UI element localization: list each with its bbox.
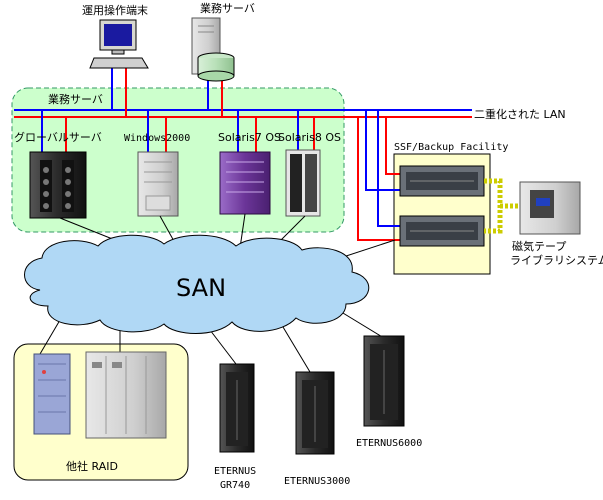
windows-server — [137, 151, 179, 217]
gr740-label-2: GR740 — [220, 480, 250, 491]
eternus-gr740 — [219, 363, 255, 453]
business-server-top-label: 業務サーバ — [200, 1, 255, 15]
business-server-top — [191, 17, 235, 82]
raid-label: 他社 RAID — [66, 459, 118, 473]
raid-unit-2 — [85, 351, 167, 439]
solaris7-server — [219, 151, 271, 215]
san-cloud — [24, 234, 370, 334]
global-server-label: グローバルサーバ — [14, 130, 102, 144]
tape-label-2: ライブラリシステム — [510, 253, 603, 267]
tape-label-1: 磁気テープ — [512, 239, 566, 253]
eternus-3000 — [295, 371, 335, 455]
raid-unit-1 — [33, 353, 71, 435]
eternus6000-label: ETERNUS6000 — [356, 438, 422, 449]
gr740-label-1: ETERNUS — [214, 466, 256, 477]
san-label: SAN — [176, 274, 226, 302]
solaris8-server — [285, 149, 321, 217]
tape-link — [484, 178, 520, 234]
business-server-group-label: 業務サーバ — [48, 92, 103, 106]
operation-terminal — [89, 19, 149, 69]
windows-label: Windows2000 — [124, 133, 190, 144]
eternus3000-label: ETERNUS3000 — [284, 476, 350, 487]
backup-facility-label: SSF/Backup Facility — [394, 142, 508, 153]
backup-unit-2 — [399, 215, 485, 247]
solaris8-label: Solaris8 OS — [278, 131, 341, 144]
lan-label: 二重化された LAN — [474, 107, 566, 121]
backup-unit-1 — [399, 165, 485, 197]
eternus-6000 — [363, 335, 405, 427]
global-server — [29, 151, 87, 219]
tape-library — [519, 181, 581, 235]
solaris7-label: Solaris7 OS — [218, 131, 281, 144]
duplex-lan — [14, 68, 472, 241]
terminal-label: 運用操作端末 — [82, 3, 148, 17]
